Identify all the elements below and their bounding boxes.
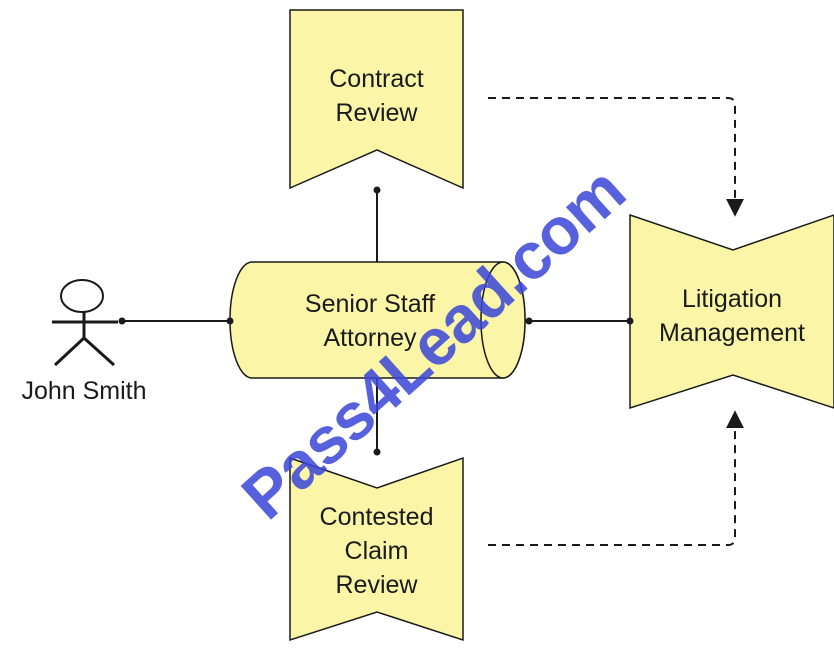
contested-claim-review-shape: [289, 456, 464, 642]
actor-head: [60, 279, 104, 313]
contested-to-litigation-dashed-arrow: [488, 410, 744, 546]
connector-dot: [525, 317, 533, 325]
cylinder-end-cap: [480, 261, 526, 379]
contract-review-line-2: Review: [335, 99, 418, 127]
contested-claim-review-label: Contested Claim Review: [290, 500, 463, 602]
connector-dot: [118, 317, 126, 325]
actor-right-leg: [82, 336, 116, 367]
contested-line-1: Contested: [319, 503, 434, 531]
contested-line-2: Claim: [344, 537, 409, 565]
litigation-management-label: Litigation Management: [634, 282, 830, 350]
litigation-line-2: Management: [659, 319, 805, 347]
contract-to-litigation-dashed-arrow: [488, 97, 744, 217]
contract-review-shape: [289, 9, 464, 190]
contested-line-3: Review: [335, 571, 418, 599]
connector-dot: [226, 317, 234, 325]
actor-name-label: John Smith: [4, 374, 164, 408]
connector-dot: [373, 186, 381, 194]
actor-left-leg: [53, 336, 86, 367]
connector-dot: [626, 317, 634, 325]
litigation-line-1: Litigation: [681, 285, 783, 313]
stick-figure-actor-icon: [52, 279, 118, 367]
connector-dot: [373, 448, 381, 456]
contract-review-label: Contract Review: [290, 62, 463, 130]
actor-name: John Smith: [21, 377, 147, 405]
contract-review-line-1: Contract: [329, 65, 424, 93]
senior-staff-attorney-cylinder: [229, 261, 526, 379]
senior-staff-attorney-label: Senior Staff Attorney: [250, 287, 490, 355]
role-line-2: Attorney: [323, 324, 417, 352]
litigation-management-shape: [629, 213, 834, 410]
role-line-1: Senior Staff: [304, 290, 436, 318]
